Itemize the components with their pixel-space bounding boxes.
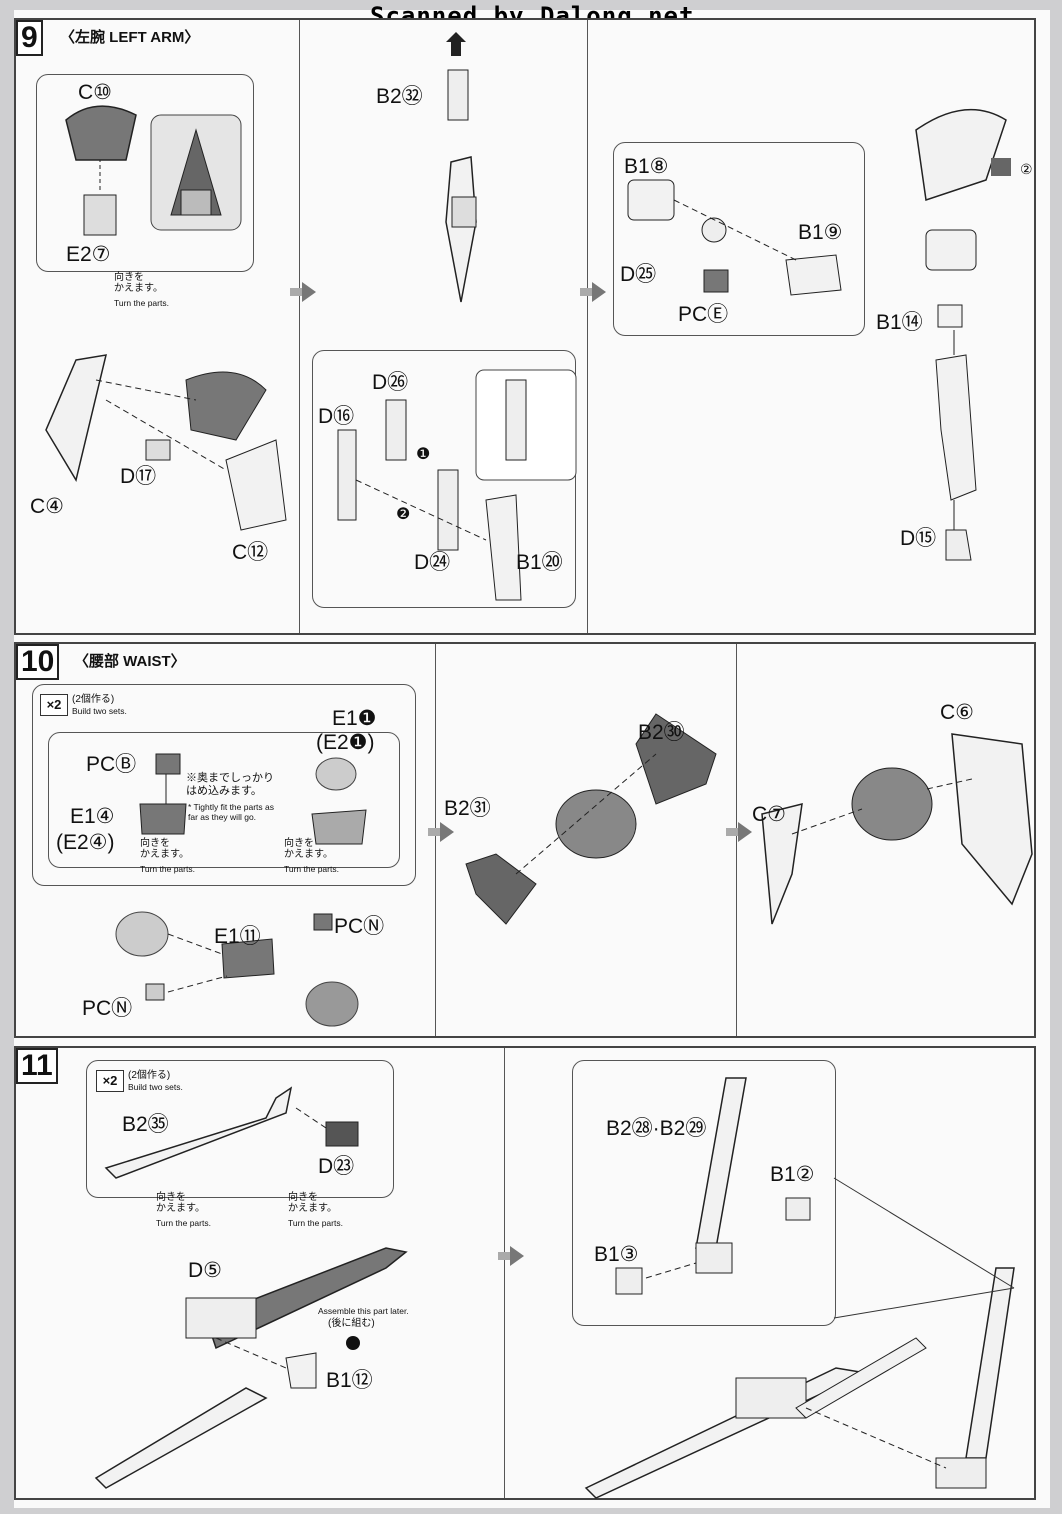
- column-divider: [435, 644, 436, 1036]
- column-divider: [299, 20, 300, 633]
- column-divider: [736, 644, 737, 1036]
- next-arrow: [580, 282, 606, 302]
- forearm-drawing: [445, 32, 477, 303]
- part-label-b12: B1②: [770, 1163, 815, 1186]
- step-title: 〈腰部 WAIST〉: [74, 653, 186, 670]
- inner-frame-drawing: [337, 369, 577, 601]
- order-marker-1: ❶: [416, 446, 431, 463]
- column-divider: [587, 20, 588, 633]
- next-arrow: [290, 282, 316, 302]
- rack-assembly-drawing: [94, 1247, 408, 1489]
- part-label-c7: C⑦: [752, 803, 786, 826]
- turn-note-jp: 向きを かえます。: [288, 1192, 337, 1214]
- part-label-b228-b229: B2㉘·B2㉙: [606, 1117, 707, 1140]
- waist-armor-drawing: [465, 713, 717, 925]
- next-arrow: [726, 822, 752, 842]
- part-label-d25: D㉕: [620, 263, 657, 286]
- part-label-b120: B1⑳: [516, 551, 563, 574]
- turn-note-en: Turn the parts.: [156, 1218, 211, 1228]
- build-two-jp: (2個作る): [128, 1070, 171, 1081]
- left-arm-armor-drawing: [45, 354, 287, 531]
- turn-note-en: Turn the parts.: [288, 1218, 343, 1228]
- detail-panel: [613, 142, 865, 336]
- inner-detail-panel: [48, 732, 400, 868]
- next-arrow: [498, 1246, 524, 1266]
- part-label-pcn-right: PCⓃ: [334, 915, 385, 938]
- step-number: 9: [16, 20, 43, 56]
- side-skirt-drawing: [761, 733, 1033, 925]
- part-label-b13: B1③: [594, 1243, 639, 1266]
- sticker-number: ②: [1020, 161, 1033, 177]
- part-label-b18: B1⑧: [624, 155, 669, 178]
- part-label-b230: B2㉚: [638, 721, 685, 744]
- part-label-b235: B2㉟: [122, 1113, 169, 1136]
- assemble-later-en: Assemble this part later.: [318, 1306, 409, 1316]
- step-number: 10: [16, 644, 60, 680]
- build-two-en: Build two sets.: [72, 706, 127, 716]
- turn-note-jp: 向きを かえます。: [156, 1192, 205, 1214]
- part-label-pce: PCⒺ: [678, 303, 729, 326]
- turn-note-jp: 向きを かえます。: [284, 838, 333, 860]
- part-label-pcn-left: PCⓃ: [82, 997, 133, 1020]
- part-label-e111: E1⑪: [214, 925, 261, 948]
- turn-note-jp: 向きを かえます。: [140, 838, 189, 860]
- part-label-d26: D㉖: [372, 371, 409, 394]
- build-two-jp: (2個作る): [72, 694, 115, 705]
- part-label-d15: D⑮: [900, 527, 937, 550]
- turn-note-en: Turn the parts.: [114, 298, 169, 308]
- part-label-b232: B2㉜: [376, 85, 423, 108]
- build-two-en: Build two sets.: [128, 1082, 183, 1092]
- part-label-d24: D㉔: [414, 551, 451, 574]
- part-label-pcb: PCⒷ: [86, 753, 137, 776]
- assemble-later-marker: [346, 1336, 360, 1350]
- callout-lines: [833, 1177, 1015, 1319]
- hand-assembly-drawing: [915, 108, 1011, 561]
- part-label-b112: B1⑫: [326, 1369, 373, 1392]
- part-label-c10: C⑩: [78, 81, 112, 104]
- part-label-d23: D㉓: [318, 1155, 355, 1178]
- part-label-c4: C④: [30, 495, 64, 518]
- part-label-d17: D⑰: [120, 465, 157, 488]
- order-marker-2: ❷: [396, 506, 411, 523]
- part-label-c6: C⑥: [940, 701, 974, 724]
- turn-note-en: Turn the parts.: [140, 864, 195, 874]
- part-label-d16: D⑯: [318, 405, 355, 428]
- shoulder-armor-drawing: [65, 105, 242, 236]
- part-label-c12: C⑫: [232, 541, 269, 564]
- assemble-later-jp: (後に組む): [328, 1318, 375, 1329]
- tight-fit-jp: ※奥までしっかり はめ込みます。: [186, 772, 274, 797]
- turn-note-en: Turn the parts.: [284, 864, 339, 874]
- part-label-e11: E1❶: [332, 707, 377, 730]
- part-label-e21: (E2❶): [316, 731, 375, 754]
- waist-joint-detail-drawing: [139, 753, 367, 845]
- part-label-b19: B1⑨: [798, 221, 843, 244]
- waist-joint-drawing: [115, 911, 359, 1027]
- build-two-badge: ×2: [96, 1070, 124, 1092]
- step-number: 11: [16, 1048, 58, 1084]
- part-label-b231: B2㉛: [444, 797, 491, 820]
- column-divider: [504, 1048, 505, 1498]
- step-10-section: 10 〈腰部 WAIST〉 ×2 (2個作る) Build two sets. …: [14, 642, 1036, 1038]
- turn-note-jp: 向きを かえます。: [114, 272, 163, 294]
- step-title: 〈左腕 LEFT ARM〉: [60, 29, 200, 46]
- beam-saber-rack-drawing: [104, 1086, 359, 1179]
- part-label-e27: E2⑦: [66, 243, 111, 266]
- next-arrow: [428, 822, 454, 842]
- rack-arm-drawing: [615, 1077, 811, 1295]
- rack-final-drawing: [584, 1267, 1015, 1499]
- part-label-b114: B1⑭: [876, 311, 923, 334]
- tight-fit-en: * Tightly fit the parts as far as they w…: [188, 802, 274, 822]
- step-9-section: 9 〈左腕 LEFT ARM〉 C⑩ E2⑦ 向きを かえます。 Turn th…: [14, 18, 1036, 635]
- part-label-e24: (E2④): [56, 831, 115, 854]
- build-two-badge: ×2: [40, 694, 68, 716]
- step-11-section: 11 ×2 (2個作る) Build two sets. B2㉟ D㉓ 向きを …: [14, 1046, 1036, 1500]
- hand-joint-drawing: [627, 179, 842, 296]
- part-label-e14: E1④: [70, 805, 115, 828]
- part-label-d5: D⑤: [188, 1259, 222, 1282]
